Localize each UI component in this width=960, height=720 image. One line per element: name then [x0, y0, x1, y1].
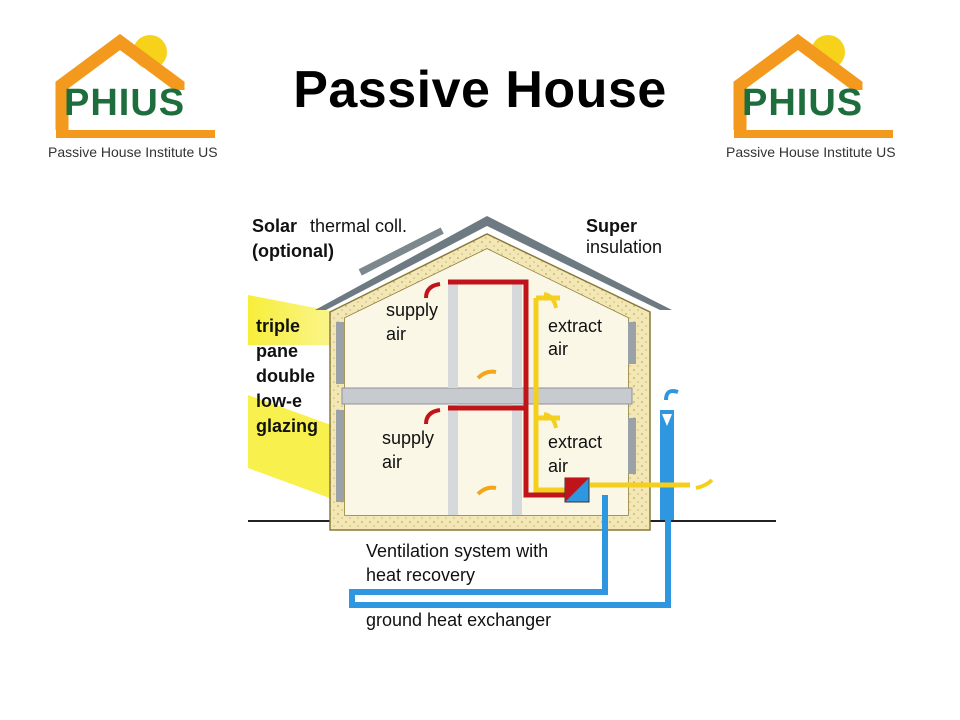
glazing-label-line: double: [256, 366, 315, 386]
supply-arrow-icon: [424, 408, 441, 425]
glazing-label-line: glazing: [256, 416, 318, 436]
insulation-label: insulation: [586, 237, 662, 257]
solar-collector: [358, 227, 444, 276]
extract-air-upper-label: air: [548, 339, 568, 359]
intake-curve-icon: [664, 389, 679, 401]
extract-arrow-icon: [543, 292, 558, 309]
supply-air-lower-label: air: [382, 452, 402, 472]
heat-recovery-label: heat recovery: [366, 565, 475, 585]
extract-duct: [533, 298, 565, 493]
airflow-arrow-icon: [476, 369, 497, 380]
super-label: Super: [586, 216, 637, 236]
glazing-label-line: pane: [256, 341, 298, 361]
extract-air-lower-label: air: [548, 456, 568, 476]
solar-collector-label: thermal coll.: [310, 216, 407, 236]
extract-arrow-icon: [543, 412, 558, 429]
ground-heat-exchanger-label: ground heat exchanger: [366, 610, 551, 630]
logo-house-icon: [55, 33, 215, 138]
supply-air-upper-label: supply: [386, 300, 438, 320]
supply-air-upper-label: air: [386, 324, 406, 344]
window-left-upper: [336, 322, 344, 384]
floor-slab: [341, 387, 633, 405]
interior-wall: [512, 282, 522, 388]
glazing-label-line: triple: [256, 316, 300, 336]
logo-word-ph: PH: [742, 82, 797, 124]
logo-wordmark: PHIUS: [64, 82, 185, 125]
glazing-label-line: low-e: [256, 391, 302, 411]
logo-word-ph: PH: [64, 82, 119, 124]
airflow-arrow-icon: [476, 485, 497, 496]
interior-wall: [512, 404, 522, 515]
exhaust-arrow-icon: [695, 478, 714, 490]
logo-house-icon: [733, 33, 893, 138]
phius-logo-right: PHIUS Passive House Institute US: [718, 30, 928, 160]
logo-caption: Passive House Institute US: [726, 144, 896, 160]
supply-duct: [448, 279, 565, 498]
interior-wall: [448, 282, 458, 388]
logo-caption: Passive House Institute US: [48, 144, 218, 160]
intake-arrow-icon: [662, 414, 672, 426]
supply-arrow-icon: [424, 282, 441, 299]
interior-wall: [448, 404, 458, 515]
ground-heat-exchanger-duct: [349, 410, 671, 608]
ventilation-label: Ventilation system with: [366, 541, 548, 561]
logo-wordmark: PHIUS: [742, 82, 863, 125]
extract-air-lower-label: extract: [548, 432, 602, 452]
logo-word-ius: IUS: [118, 82, 186, 124]
phius-logo-left: PHIUS Passive House Institute US: [40, 30, 250, 160]
window-right-upper: [628, 322, 636, 364]
house-interior: [345, 249, 628, 515]
outdoor-air-intake: [660, 410, 674, 520]
supply-air-lower-label: supply: [382, 428, 434, 448]
solar-optional-label: (optional): [252, 241, 334, 261]
window-left-lower: [336, 410, 344, 502]
logo-word-ius: IUS: [796, 82, 864, 124]
extract-air-upper-label: extract: [548, 316, 602, 336]
window-right-lower: [628, 418, 636, 474]
page-title: Passive House: [293, 61, 667, 119]
sun-beam-lower: [248, 395, 345, 500]
solar-label: Solar: [252, 216, 297, 236]
